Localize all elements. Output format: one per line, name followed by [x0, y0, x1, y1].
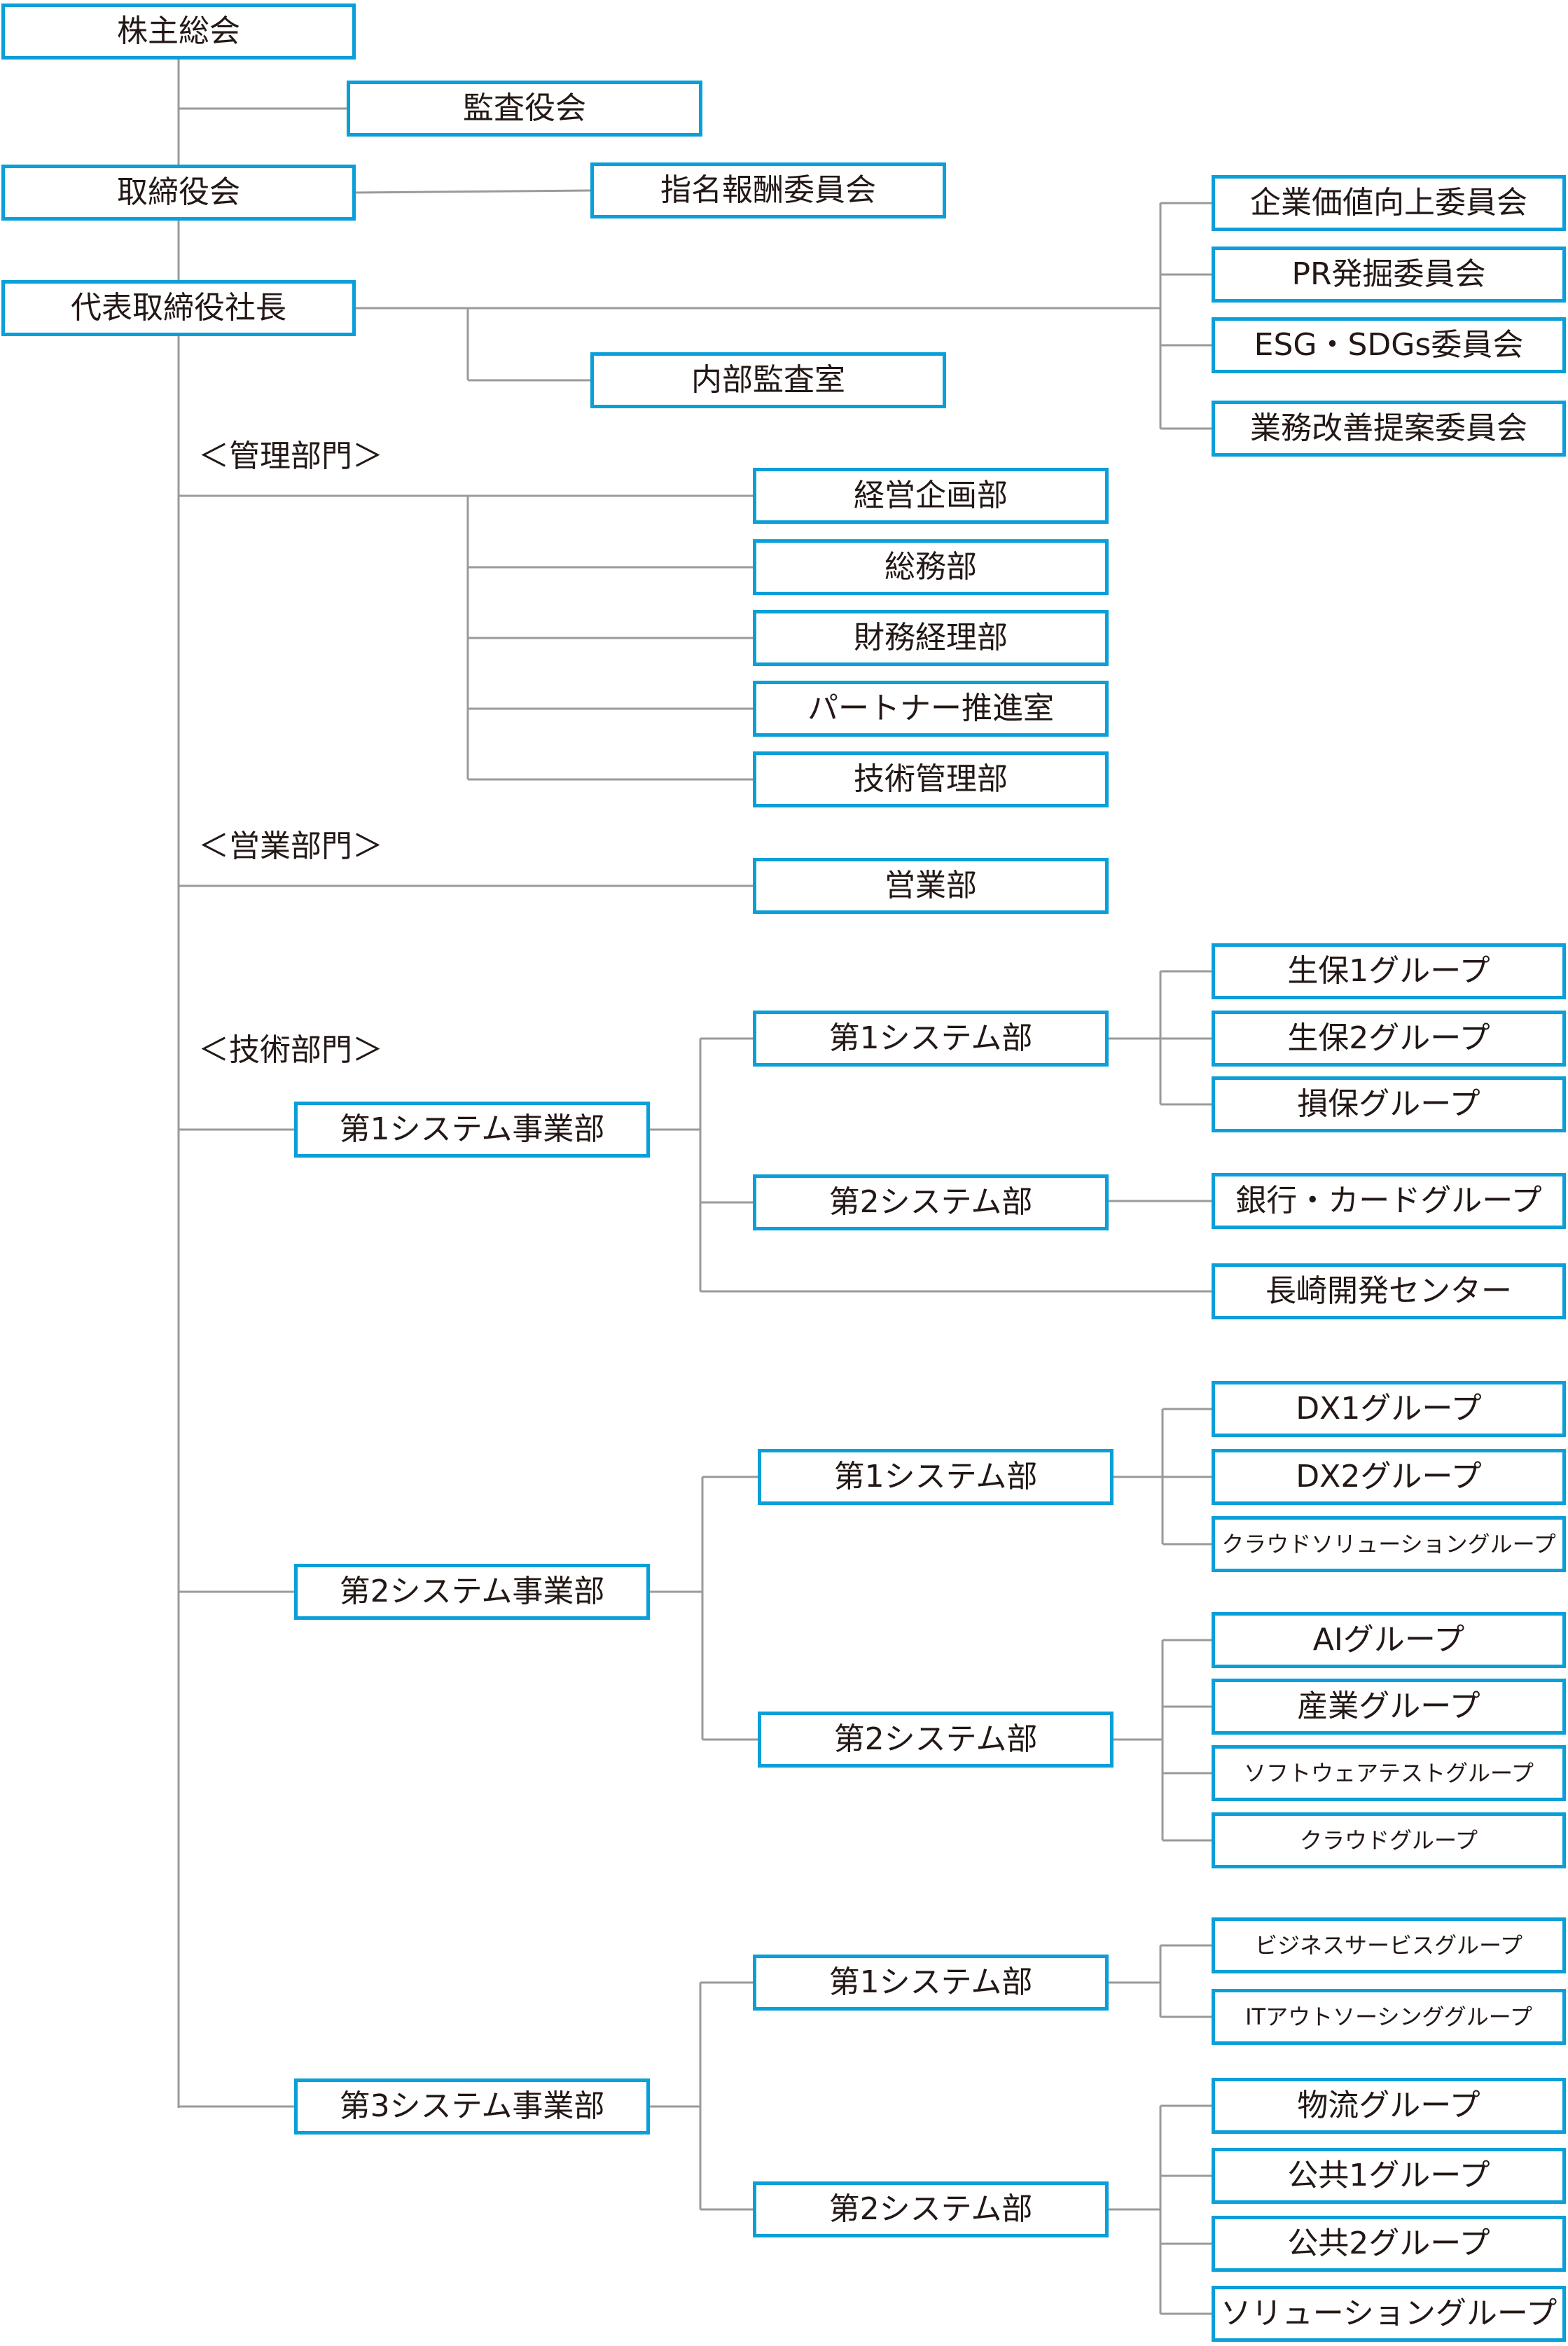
box-div1-dept1: 第1システム部: [753, 1011, 1109, 1067]
box-internal-audit: 内部監査室: [590, 352, 946, 408]
box-div1-dept2: 第2システム部: [753, 1174, 1109, 1230]
box-nagasaki-center: 長崎開発センター: [1212, 1263, 1566, 1319]
box-general-affairs: 総務部: [753, 539, 1109, 595]
box-group-industry: 産業グループ: [1212, 1679, 1566, 1735]
box-president: 代表取締役社長: [1, 280, 356, 336]
box-committee-pr: PR発掘委員会: [1212, 247, 1566, 303]
box-group-dx1: DX1グループ: [1212, 1381, 1566, 1437]
box-group-solution: ソリューショングループ: [1212, 2286, 1566, 2342]
box-partner-promotion: パートナー推進室: [753, 681, 1109, 737]
box-board-of-directors: 取締役会: [1, 165, 356, 221]
box-group-public2: 公共2グループ: [1212, 2216, 1566, 2272]
box-committee-corporate-value: 企業価値向上委員会: [1212, 175, 1566, 231]
box-tech-management: 技術管理部: [753, 751, 1109, 807]
section-label-sales: ＜営業部門＞: [198, 828, 383, 864]
box-group-it-outsourcing: ITアウトソーシンググループ: [1212, 1989, 1566, 2045]
box-finance: 財務経理部: [753, 610, 1109, 666]
box-div3-dept2: 第2システム部: [753, 2181, 1109, 2237]
box-group-seiho1: 生保1グループ: [1212, 943, 1566, 999]
box-division-3: 第3システム事業部: [294, 2078, 650, 2135]
box-division-2: 第2システム事業部: [294, 1564, 650, 1620]
box-division-1: 第1システム事業部: [294, 1102, 650, 1158]
box-group-bank-card: 銀行・カードグループ: [1212, 1173, 1566, 1229]
box-group-dx2: DX2グループ: [1212, 1449, 1566, 1505]
box-committee-improvement: 業務改善提案委員会: [1212, 401, 1566, 457]
box-nomination-committee: 指名報酬委員会: [590, 162, 946, 218]
box-div2-dept1: 第1システム部: [758, 1449, 1113, 1505]
box-shareholders-meeting: 株主総会: [1, 4, 356, 60]
box-corporate-planning: 経営企画部: [753, 468, 1109, 524]
box-group-business-service: ビジネスサービスグループ: [1212, 1917, 1566, 1973]
box-sales: 営業部: [753, 858, 1109, 914]
box-audit-board: 監査役会: [347, 81, 702, 137]
section-label-engineering: ＜技術部門＞: [198, 1032, 383, 1068]
box-group-cloud-solution: クラウドソリューショングループ: [1212, 1516, 1566, 1572]
box-div3-dept1: 第1システム部: [753, 1955, 1109, 2011]
box-group-seiho2: 生保2グループ: [1212, 1011, 1566, 1067]
box-group-software-test: ソフトウェアテストグループ: [1212, 1745, 1566, 1801]
box-group-public1: 公共1グループ: [1212, 2148, 1566, 2204]
box-committee-esg: ESG・SDGs委員会: [1212, 317, 1566, 373]
box-group-sonpo: 損保グループ: [1212, 1076, 1566, 1132]
box-div2-dept2: 第2システム部: [758, 1712, 1113, 1768]
box-group-ai: AIグループ: [1212, 1612, 1566, 1668]
box-group-cloud: クラウドグループ: [1212, 1812, 1566, 1868]
section-label-management: ＜管理部門＞: [198, 438, 383, 474]
box-group-logistics: 物流グループ: [1212, 2078, 1566, 2134]
